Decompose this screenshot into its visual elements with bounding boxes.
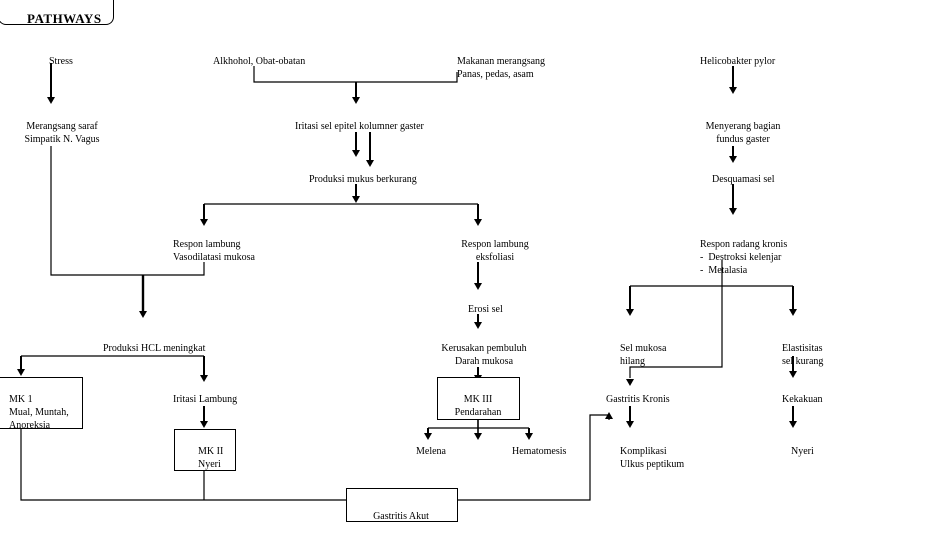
node-iritasi-lambung: Iritasi Lambung <box>173 394 238 405</box>
connector-mk1-gastritis-akut <box>20 428 346 501</box>
arrow-kronis-komplikasi-head <box>626 421 634 428</box>
node-vasodilatasi: Respon lambung Vasodilatasi mukosa <box>173 239 255 263</box>
page-title: PATHWAYS <box>27 11 102 26</box>
node-helicobacter: Helicobakter pylor <box>700 56 776 67</box>
node-alkohol: Alkhohol, Obat-obatan <box>213 56 306 67</box>
mk2-box <box>174 429 236 471</box>
node-iritasi-sel: Iritasi sel epitel kolumner gaster <box>295 121 424 132</box>
arrow-to-sel-mukosa-head <box>626 309 634 316</box>
mk1-box <box>0 377 83 429</box>
node-eksfoliasi: Respon lambung eksfoliasi <box>461 239 529 263</box>
title-tab <box>0 0 114 25</box>
arrow-to-mk2-head <box>200 421 208 428</box>
node-hematomesis: Hematomesis <box>512 446 567 457</box>
arrow-to-elastisitas-head <box>789 309 797 316</box>
arrow-stress-saraf-head <box>47 97 55 104</box>
arrow-eksfoliasi-erosi-head <box>474 283 482 290</box>
node-desquamasi: Desquamasi sel <box>712 174 775 185</box>
arrow-helico-menyerang-head <box>729 87 737 94</box>
arrow-kekakuan-nyeri-head <box>789 421 797 428</box>
node-mukus-berkurang: Produksi mukus berkurang <box>309 174 417 185</box>
node-merangsang-saraf: Merangsang saraf Simpatik N. Vagus <box>24 121 100 145</box>
arrow-to-gastritis-kronis-head <box>605 412 613 419</box>
node-kekakuan: Kekakuan <box>782 394 823 405</box>
node-mk1: MK 1 Mual, Muntah, Anoreksia <box>9 394 69 431</box>
arrow-menyerang-desquamasi-head <box>729 156 737 163</box>
node-kerusakan-pembuluh: Kerusakan pembuluh Darah mukosa <box>441 343 527 367</box>
mk3-box <box>437 377 520 420</box>
node-elastisitas: Elastisitas sel kurang <box>782 343 824 367</box>
node-erosi-sel: Erosi sel <box>468 304 503 315</box>
arrow-to-melena-head <box>424 433 432 440</box>
connector-alkohol-makanan <box>253 66 458 83</box>
node-sel-mukosa-hilang: Sel mukosa hilang <box>620 343 667 367</box>
arrow-to-mid-head <box>474 433 482 440</box>
node-gastritis-kronis: Gastritis Kronis <box>606 394 670 405</box>
node-stress: Stress <box>49 56 73 67</box>
node-hcl-meningkat: Produksi HCL meningkat <box>103 343 206 354</box>
node-radang-kronis: Respon radang kronis - Destroksi kelenja… <box>700 239 788 276</box>
arrow-to-mk1-head <box>17 369 25 376</box>
arrow-to-vasodilatasi-head <box>200 219 208 226</box>
node-komplikasi: Komplikasi Ulkus peptikum <box>620 446 685 470</box>
arrow-to-iritasi-lambung-head <box>200 375 208 382</box>
arrow-mukus-down-head <box>352 196 360 203</box>
arrow-desquamasi-radang-head <box>729 208 737 215</box>
arrow-to-gastritis-kronis-from-radang <box>626 379 634 386</box>
arrow-erosi-kerusakan-head <box>474 322 482 329</box>
node-gastritis-akut: Gastritis Akut <box>373 511 429 522</box>
node-melena: Melena <box>416 446 446 457</box>
arrow-to-eksfoliasi-head <box>474 219 482 226</box>
gastritis-akut-box <box>346 488 458 522</box>
node-mk2: MK II Nyeri <box>198 446 224 470</box>
arrow-iritasi-mukus-1-head <box>352 150 360 157</box>
connector-radang-kronis-loop <box>629 260 723 378</box>
arrow-to-hematomesis-head <box>525 433 533 440</box>
arrow-iritasi-mukus-2-head <box>366 160 374 167</box>
arrow-to-hcl-head <box>139 311 147 318</box>
arrow-to-iritasi-sel-head <box>352 97 360 104</box>
node-nyeri: Nyeri <box>791 446 814 457</box>
arrow-elastisitas-kekakuan-head <box>789 371 797 378</box>
node-menyerang-fundus: Menyerang bagian fundus gaster <box>705 121 781 145</box>
node-mk3: MK III Pendarahan <box>454 394 502 418</box>
node-makanan: Makanan merangsang Panas, pedas, asam <box>457 56 546 80</box>
connector-saraf-vasodilatasi <box>50 146 205 276</box>
